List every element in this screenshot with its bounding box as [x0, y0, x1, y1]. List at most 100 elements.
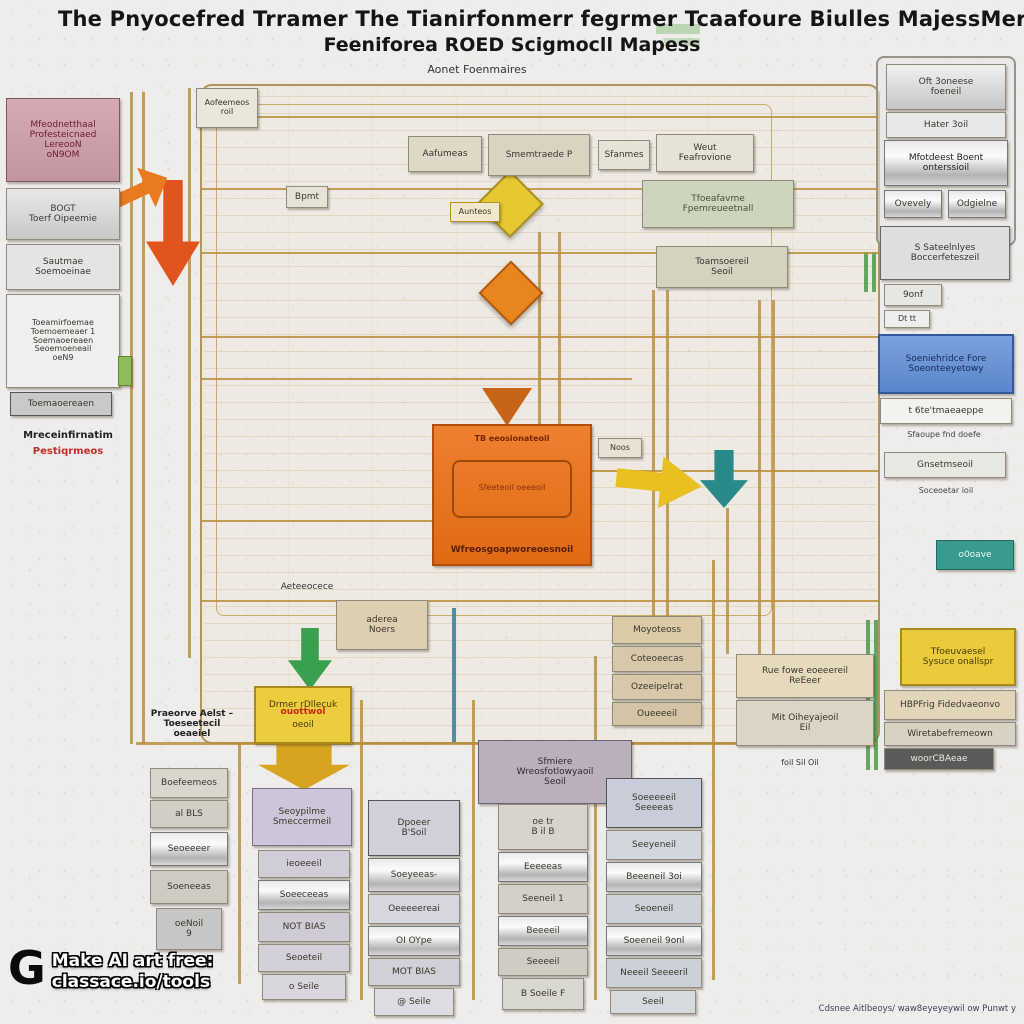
left-caption-dark: Mreceinfirnatim: [23, 430, 113, 442]
diagram-box: Weut Feafrovione: [656, 134, 754, 172]
trace-stripe-field: [204, 96, 876, 736]
watermark-line2: classace.io/tools: [51, 972, 211, 993]
diagram-box: Beeeeil: [498, 916, 588, 946]
trace-line: [202, 336, 878, 338]
trace-line: [558, 232, 561, 424]
diagram-box: Bpmt: [286, 186, 328, 208]
diagram-box: Hater 3oil: [886, 112, 1006, 138]
arrow-blue-down: [288, 712, 332, 768]
trace-line: [472, 700, 475, 1000]
diagram-box: oeNoil 9: [156, 908, 222, 950]
mid-caption: Aeteeocece: [280, 581, 334, 592]
diagram-box: Sfmiere Wreosfotlowyaoil Seoil: [478, 740, 632, 804]
trace-line: [238, 744, 241, 984]
diagram-box: Rue fowe eoeeereil ReEeer: [736, 654, 874, 698]
diagram-box: al BLS: [150, 800, 228, 828]
green-bar: [866, 620, 870, 770]
diagram-box: 9onf: [884, 284, 942, 306]
green-mark: [118, 356, 132, 386]
diagram-box: ieoeeeil: [258, 850, 350, 878]
diagram-box: Soeeneil 9onl: [606, 926, 702, 956]
diagram-box: Toemaoereaen: [10, 392, 112, 416]
arrow-orange-head: [482, 388, 532, 426]
diagram-box: Noos: [598, 438, 642, 458]
outer-frame: [200, 84, 880, 744]
trace-line: [142, 92, 145, 744]
diagram-box: S Sateelnlyes Boccerfeteszeil: [880, 226, 1010, 280]
diagram-box: @ Seile: [374, 988, 454, 1016]
orange-box-bottom-caption: Wfreosgoapworeoesnoil: [450, 544, 574, 555]
diagram-box: Toeamirfoemae Toemoemeaer 1 Soemaoereaen…: [6, 294, 120, 388]
green-bar: [872, 252, 876, 292]
green-bar: [864, 252, 868, 292]
orange-box-inner-caption: Sfeeteoil oeeeoil: [478, 482, 546, 492]
footer-note: Cdsnee Aitlbeoys/ waw8eyeyeywil ow Punwt…: [818, 1004, 1016, 1014]
trace-line: [652, 290, 655, 616]
trace-line: [136, 742, 876, 745]
trace-line: [452, 608, 456, 742]
trace-line: [202, 520, 432, 522]
diagram-box: Dt tt: [884, 310, 930, 328]
diagram-box: Sautmae Soemoeinae: [6, 244, 120, 290]
diagram-box: Soeneeas: [150, 870, 228, 904]
box-blue-right: Soeniehridce Fore Soeonteeyetowy: [878, 334, 1014, 394]
diagram-box: Seoypilme Smeccermeil: [252, 788, 352, 846]
diagram-box: Seeyeneil: [606, 830, 702, 860]
diagram-box: Ozeeipelrat: [612, 674, 702, 700]
title-right: Mereqge Maps: [980, 7, 1024, 31]
trace-line: [666, 290, 669, 616]
box-yellow-left: Drmer rDllecuk oeoil: [254, 686, 352, 744]
diagram-box: Seeil: [610, 990, 696, 1014]
diagram-box: Seoeteil: [258, 944, 350, 972]
box-aunteos: Aunteos: [450, 202, 500, 222]
diagram-box: Mfotdeest Boent onterssioil: [884, 140, 1008, 186]
diagram-box: B Soeile F: [502, 978, 584, 1010]
classace-logo-icon: G: [8, 941, 46, 995]
diagram-box: Seoeeeer: [150, 832, 228, 866]
arrow-teal-down: [700, 450, 748, 508]
diagram-box: t 6te'tmaeaeppe: [880, 398, 1012, 424]
diagram-box: Mit Oiheyajeoil Eil: [736, 700, 874, 746]
inner-frame: [216, 104, 772, 616]
diagram-box: Seoeneil: [606, 894, 702, 924]
trace-line: [202, 252, 878, 254]
diagram-box: o Seile: [262, 974, 346, 1000]
diagram-box: Oueeeeil: [612, 702, 702, 726]
diagram-box: Dpoeer B'Soil: [368, 800, 460, 856]
arrow-orange-bend: [105, 158, 176, 222]
diagram-box: Wiretabefremeown: [884, 722, 1016, 746]
box-teal-right: o0oave: [936, 540, 1014, 570]
box-orange-main: [432, 424, 592, 566]
diagram-box: oe tr B il B: [498, 804, 588, 850]
diamond-yellow: [476, 170, 544, 238]
button-box: Ovevely: [884, 190, 942, 218]
orange-box-top-caption: TB eeosionateoil: [474, 433, 550, 443]
bottom-mid-caption: foil Sil Oil: [781, 757, 819, 767]
trace-line: [758, 300, 761, 654]
diagram-box: Seeneil 1: [498, 884, 588, 914]
diagram-box: Soeyeeas-: [368, 858, 460, 892]
diagram-box: Aofeemeos roil: [196, 88, 258, 128]
page-subtitle: Feeniforea ROED Scigmocll Mapess: [323, 34, 701, 56]
trace-line: [360, 700, 363, 1000]
green-bar: [874, 620, 878, 770]
watermark-text: Make AI art free: classace.io/tools: [52, 951, 214, 994]
diagram-box: Tfoeafavme Fpemreueetnall: [642, 180, 794, 228]
trace-line: [202, 116, 878, 118]
trace-line: [202, 188, 878, 190]
trace-line: [726, 508, 729, 654]
trace-line: [202, 600, 878, 602]
diagram-box: HBPFrig Fidedvaeonvo: [884, 690, 1016, 720]
trace-line: [712, 560, 715, 980]
diagram-box: NOT BIAS: [258, 912, 350, 942]
trace-line: [772, 300, 775, 654]
right-caption: Soceoetar ioil: [918, 485, 974, 495]
trace-line: [188, 88, 191, 658]
diagram-box: aderea Noers: [336, 600, 428, 650]
orange-inner-frame: [452, 460, 572, 518]
